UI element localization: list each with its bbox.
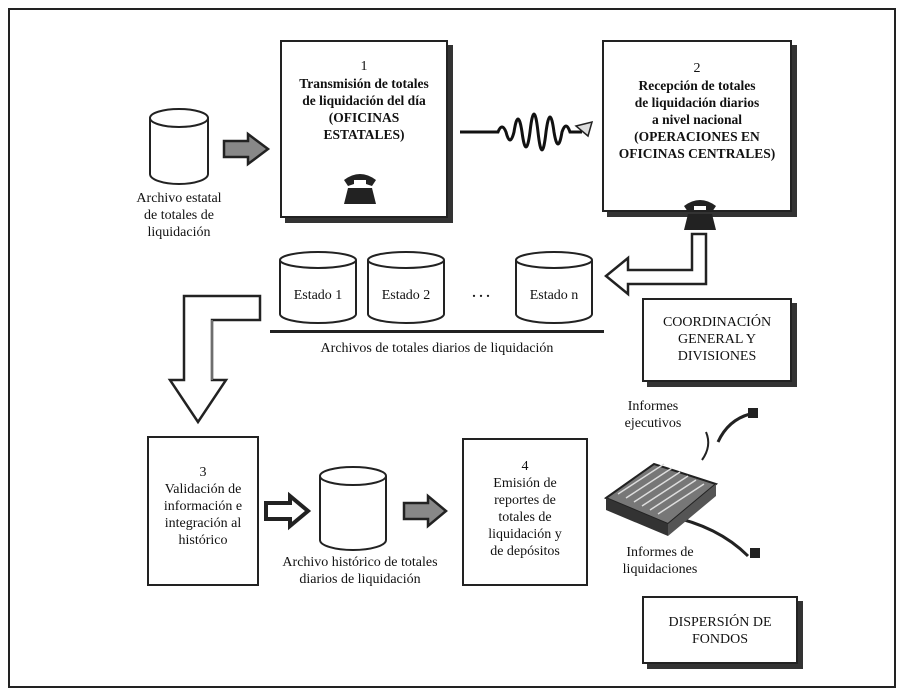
database-icon (149, 108, 209, 185)
divider-line (270, 330, 604, 333)
arrow-icon (264, 491, 312, 531)
step-1-text: Transmisión de totales de liquidación de… (299, 76, 429, 142)
step-3-number: 3 (199, 465, 207, 480)
arrow-icon (222, 131, 271, 167)
step-1-number: 1 (360, 59, 368, 74)
step-4-number: 4 (521, 459, 529, 474)
estado-2-label: Estado 2 (381, 288, 431, 303)
telephone-icon (684, 200, 716, 230)
arrow-icon (604, 232, 708, 297)
ellipsis: . . . (472, 286, 490, 301)
arrow-icon (402, 493, 448, 529)
coordinacion-box: COORDINACIÓN GENERAL Y DIVISIONES (642, 298, 792, 382)
database-icon (367, 251, 445, 324)
database-icon (279, 251, 357, 324)
database-icon (515, 251, 593, 324)
step-2-number: 2 (693, 61, 701, 76)
estado-1-label: Estado 1 (293, 288, 343, 303)
printer-icon (603, 408, 760, 558)
archivo-estatal-label: Archivo estatal de totales de liquidació… (136, 191, 222, 240)
step-3-box: 3 Validación de información e integració… (147, 436, 259, 586)
step-4-text: Emisión de reportes de totales de liquid… (488, 476, 562, 559)
archivo-historico-label: Archivo histórico de totales diarios de … (282, 555, 438, 587)
signal-wave-icon (460, 112, 594, 152)
dispersion-box: DISPERSIÓN DE FONDOS (642, 596, 798, 664)
step-4-box: 4 Emisión de reportes de totales de liqu… (462, 438, 588, 586)
step-2-text: Recepción de totales de liquidación diar… (618, 78, 776, 161)
informes-ejecutivos-label: Informes ejecutivos (624, 399, 682, 431)
archivos-diarios-label: Archivos de totales diarios de liquidaci… (320, 341, 554, 356)
telephone-icon (344, 174, 376, 204)
arrow-icon (167, 294, 262, 425)
step-3-text: Validación de información e integración … (163, 482, 243, 548)
database-icon (319, 466, 387, 551)
estado-n-label: Estado n (529, 288, 579, 303)
step-2-box: 2 Recepción de totales de liquidación di… (602, 40, 792, 212)
informes-liquidaciones-label: Informes de liquidaciones (622, 545, 698, 577)
